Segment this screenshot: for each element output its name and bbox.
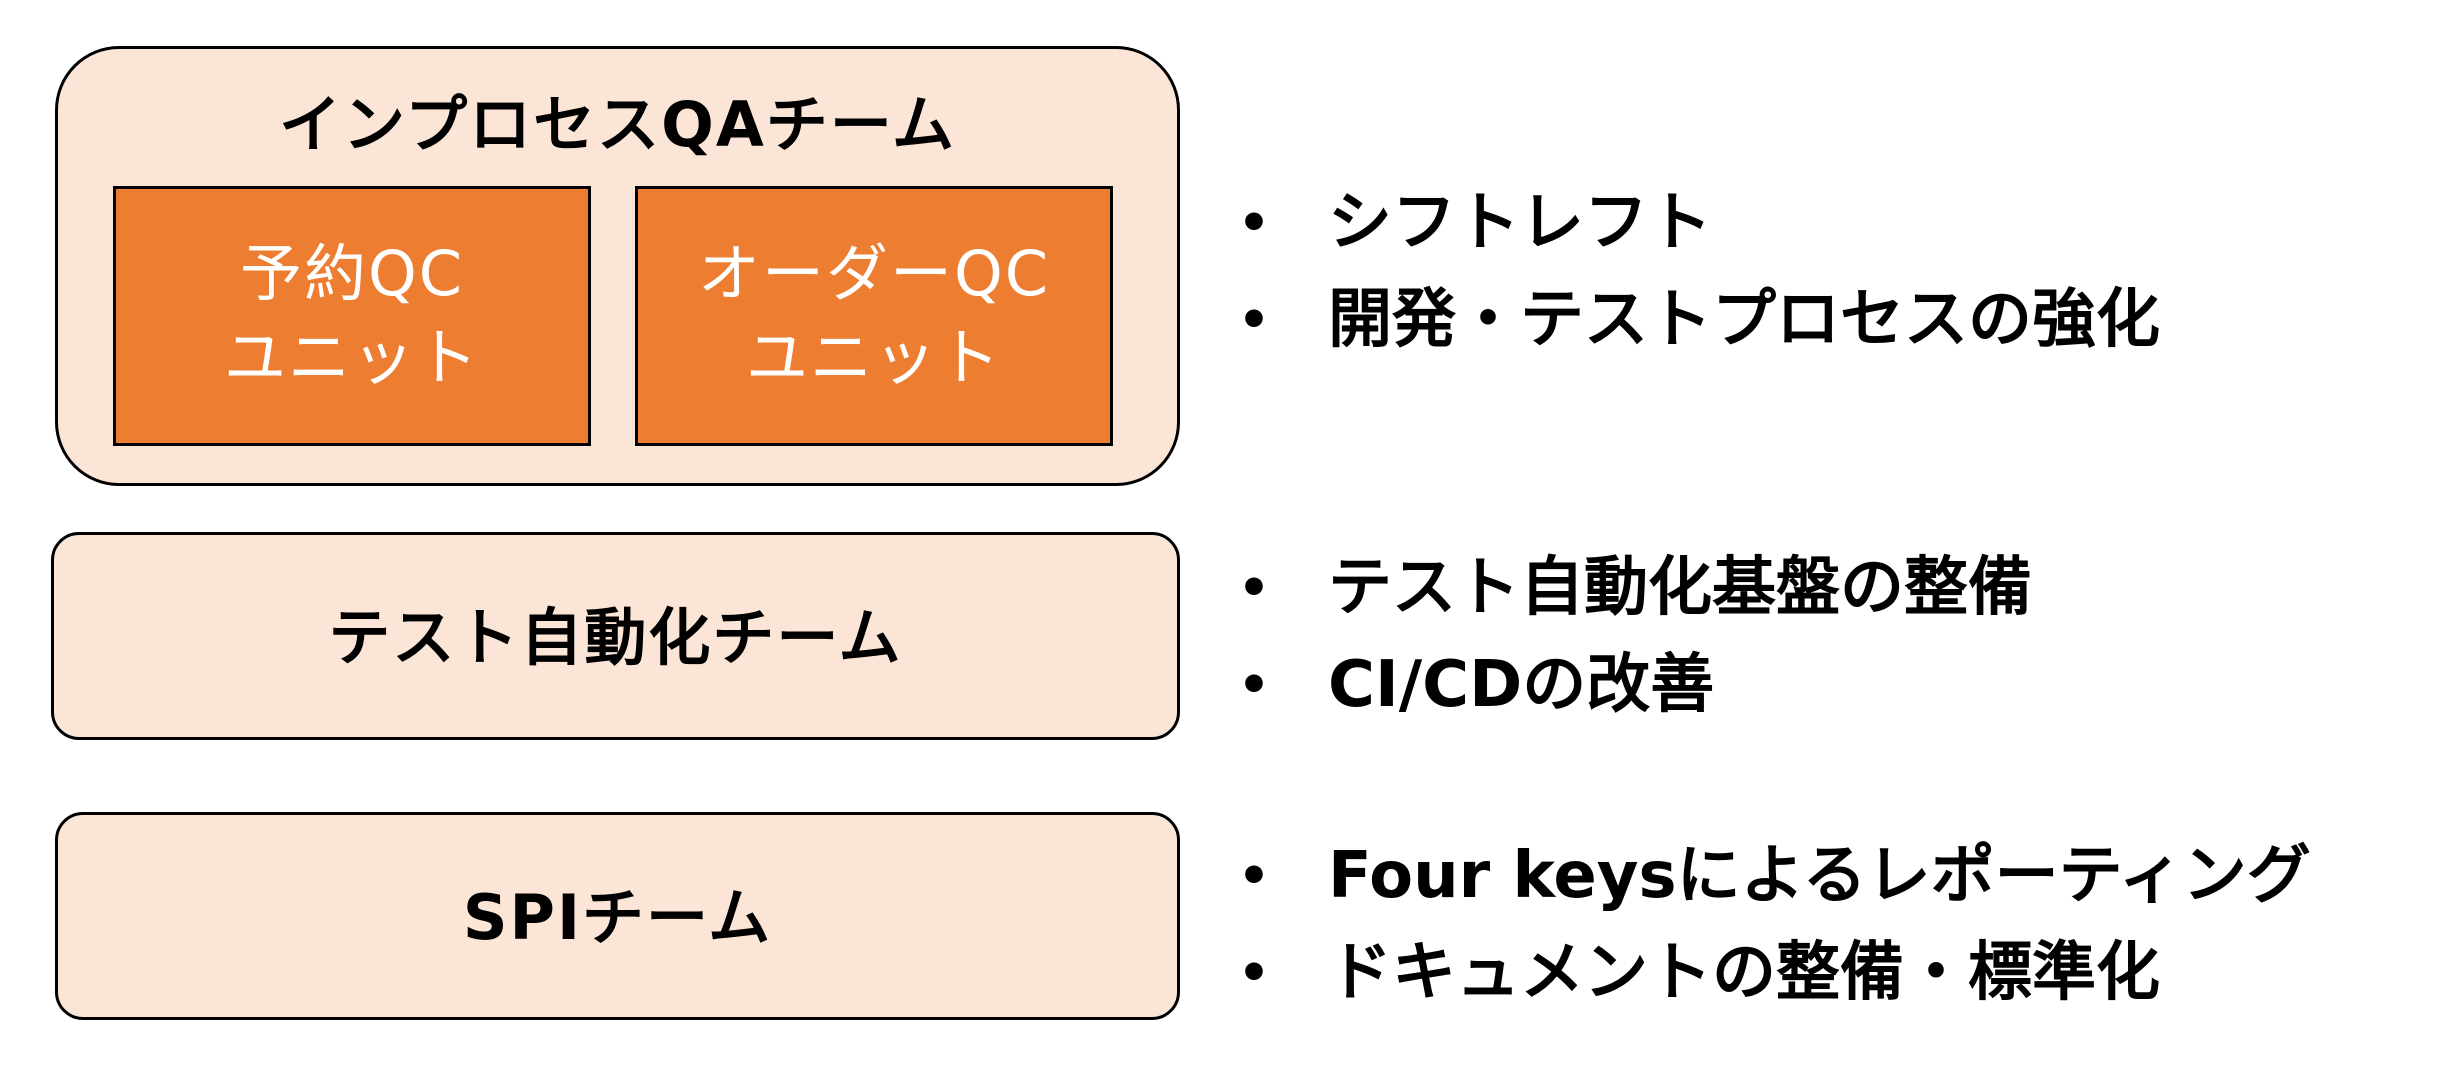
bullet-dot: • — [1238, 291, 1270, 349]
inprocess-qa-bullet-list: • シフトレフト • 開発・テストプロセスの強化 — [1228, 175, 2160, 369]
bullet-text: テスト自動化基盤の整備 — [1328, 551, 2032, 625]
bullet-item: • ドキュメントの整備・標準化 — [1228, 925, 2311, 1022]
bullet-dot: • — [1238, 847, 1270, 905]
bullet-item: • テスト自動化基盤の整備 — [1228, 540, 2032, 637]
reservation-qc-unit-line-2: ユニット — [223, 321, 480, 394]
spi-bullet-list: • Four keysによるレポーティング • ドキュメントの整備・標準化 — [1228, 828, 2311, 1022]
order-qc-unit-line-2: ユニット — [745, 321, 1002, 394]
bullet-text: ドキュメントの整備・標準化 — [1328, 936, 2160, 1010]
reservation-qc-unit-box: 予約QC ユニット — [113, 186, 591, 446]
test-automation-bullet-list: • テスト自動化基盤の整備 • CI/CDの改善 — [1228, 540, 2032, 734]
bullet-dot: • — [1238, 559, 1270, 617]
reservation-qc-unit-line-1: 予約QC — [239, 237, 465, 310]
bullet-item: • Four keysによるレポーティング — [1228, 828, 2311, 925]
bullet-item: • CI/CDの改善 — [1228, 637, 2032, 734]
test-automation-team-box: テスト自動化チーム — [51, 532, 1180, 740]
test-automation-team-title: テスト自動化チーム — [328, 601, 903, 674]
spi-team-title: SPIチーム — [462, 881, 773, 954]
bullet-item: • 開発・テストプロセスの強化 — [1228, 272, 2160, 369]
order-qc-unit-line-1: オーダーQC — [697, 237, 1051, 310]
bullet-item: • シフトレフト — [1228, 175, 2160, 272]
bullet-dot: • — [1238, 656, 1270, 714]
bullet-dot: • — [1238, 194, 1270, 252]
order-qc-unit-box: オーダーQC ユニット — [635, 186, 1113, 446]
inprocess-qa-team-title: インプロセスQAチーム — [279, 88, 956, 161]
bullet-text: Four keysによるレポーティング — [1328, 839, 2311, 913]
spi-team-box: SPIチーム — [55, 812, 1180, 1020]
bullet-dot: • — [1238, 944, 1270, 1002]
bullet-text: CI/CDの改善 — [1328, 648, 1715, 722]
inprocess-qa-team-box: インプロセスQAチーム 予約QC ユニット オーダーQC ユニット — [55, 46, 1180, 486]
bullet-text: シフトレフト — [1328, 186, 1712, 260]
bullet-text: 開発・テストプロセスの強化 — [1328, 283, 2160, 357]
